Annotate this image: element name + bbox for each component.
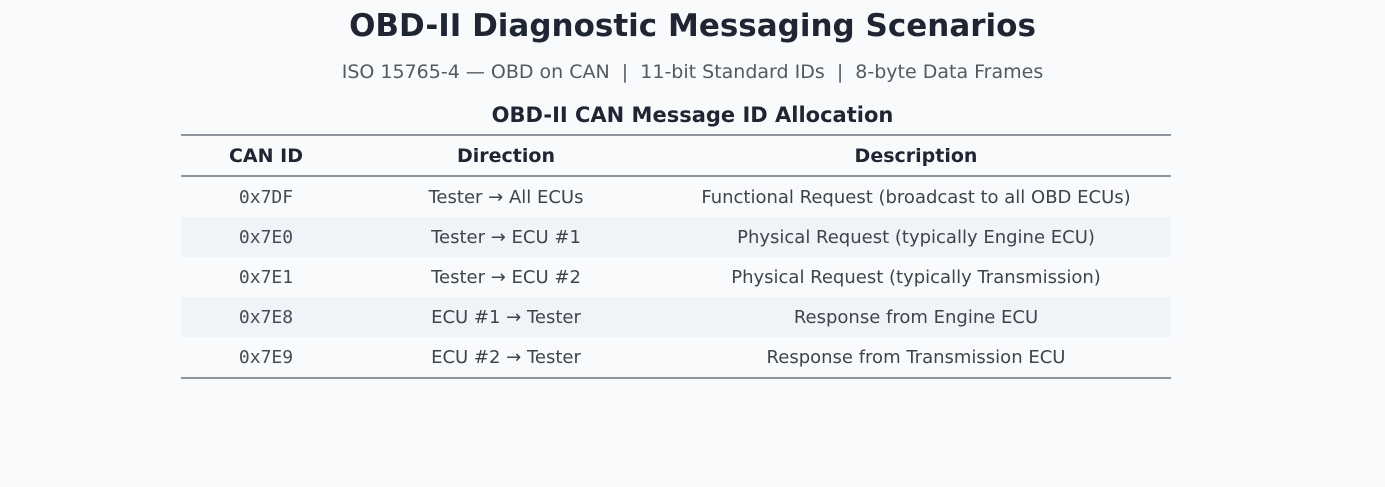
can-id-cell: 0x7DF xyxy=(238,186,294,208)
direction-cell: Tester → ECU #2 xyxy=(431,266,581,288)
can-id-cell: 0x7E1 xyxy=(238,266,294,288)
column-header-can-id: CAN ID xyxy=(228,144,303,167)
direction-cell: Tester → All ECUs xyxy=(428,186,584,208)
description-cell: Response from Transmission ECU xyxy=(766,346,1066,368)
direction-cell: Tester → ECU #1 xyxy=(431,226,581,248)
description-cell: Response from Engine ECU xyxy=(793,306,1039,328)
table-row: 0x7E9 ECU #2 → Tester Response from Tran… xyxy=(181,337,1171,377)
page-title: OBD-II Diagnostic Messaging Scenarios xyxy=(349,8,1036,44)
description-cell: Physical Request (typically Engine ECU) xyxy=(737,226,1095,248)
table-row: 0x7E1 Tester → ECU #2 Physical Request (… xyxy=(181,257,1171,297)
table-row: 0x7E0 Tester → ECU #1 Physical Request (… xyxy=(181,217,1171,257)
table-header-row: CAN ID Direction Description xyxy=(181,136,1171,177)
direction-cell: ECU #1 → Tester xyxy=(431,306,581,328)
description-cell: Physical Request (typically Transmission… xyxy=(731,266,1101,288)
table-title: OBD-II CAN Message ID Allocation xyxy=(491,103,894,127)
can-id-cell: 0x7E0 xyxy=(238,226,294,248)
column-header-direction: Direction xyxy=(457,144,555,167)
direction-cell: ECU #2 → Tester xyxy=(431,346,581,368)
table-row: 0x7E8 ECU #1 → Tester Response from Engi… xyxy=(181,297,1171,337)
table-row: 0x7DF Tester → All ECUs Functional Reque… xyxy=(181,177,1171,217)
can-id-cell: 0x7E9 xyxy=(238,346,294,368)
description-cell: Functional Request (broadcast to all OBD… xyxy=(701,186,1131,208)
can-id-cell: 0x7E8 xyxy=(238,306,294,328)
column-header-description: Description xyxy=(854,144,978,167)
can-id-allocation-table: CAN ID Direction Description 0x7DF Teste… xyxy=(181,134,1171,379)
page-subtitle: ISO 15765-4 — OBD on CAN | 11-bit Standa… xyxy=(341,61,1044,83)
